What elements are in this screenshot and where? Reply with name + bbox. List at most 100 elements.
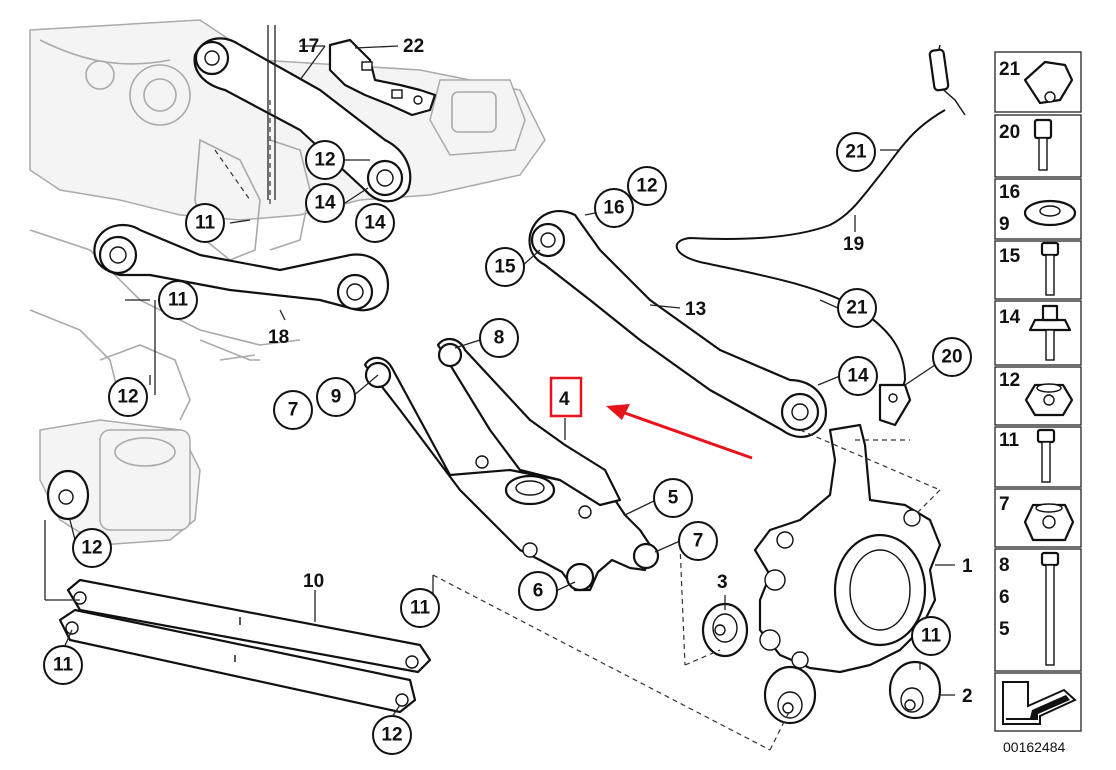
svg-text:6: 6	[533, 581, 544, 602]
long-bolt-icon	[1040, 551, 1060, 666]
svg-text:11: 11	[168, 290, 189, 311]
svg-text:11: 11	[53, 655, 74, 676]
bushing-knuckle-lower	[763, 665, 817, 725]
hex-socket-bolt-icon	[1033, 118, 1053, 171]
callout-17: 17	[298, 36, 319, 57]
svg-text:20: 20	[999, 122, 1020, 143]
svg-text:12: 12	[117, 387, 138, 408]
svg-text:12: 12	[314, 150, 335, 171]
wishbone-18	[93, 223, 390, 312]
bushing-2	[888, 660, 942, 720]
hardware-legend: 21 20 16 9 15	[994, 51, 1082, 755]
callout-12-bar: 12	[372, 715, 412, 755]
legend-row-12: 12	[994, 366, 1082, 426]
callout-12-lower: 12	[72, 528, 112, 568]
svg-text:12: 12	[636, 176, 657, 197]
hex-bolt-short-icon	[1036, 428, 1056, 483]
svg-text:12: 12	[81, 538, 102, 559]
legend-row-arrow	[994, 672, 1082, 732]
svg-text:14: 14	[999, 307, 1021, 328]
callout-21-mid: 21	[837, 288, 877, 328]
svg-text:16: 16	[603, 198, 624, 219]
label-18: 18	[268, 327, 289, 348]
sensor-clip-icon	[1023, 60, 1074, 105]
callout-11-mid: 11	[158, 280, 198, 320]
wheel-carrier-1	[753, 423, 942, 674]
label-1: 1	[962, 556, 973, 577]
callout-19: 19	[843, 234, 864, 255]
bushing-3	[701, 602, 749, 658]
label-19: 19	[843, 234, 864, 255]
callout-7-left: 7	[273, 390, 313, 430]
svg-text:9: 9	[999, 214, 1010, 235]
washer-icon	[1023, 199, 1077, 227]
highlight-arrow	[621, 410, 753, 460]
callout-11-knuckle: 11	[911, 616, 951, 656]
svg-text:7: 7	[999, 494, 1010, 515]
label-17: 17	[298, 36, 319, 57]
legend-row-21: 21	[994, 51, 1082, 113]
callout-11-left: 11	[185, 203, 225, 243]
callout-18: 18	[268, 327, 289, 348]
svg-text:11: 11	[195, 213, 216, 234]
legend-row-16-9: 16 9	[994, 178, 1082, 240]
collar-nut-icon	[1023, 503, 1075, 542]
tension-strut-10	[58, 578, 432, 714]
bracket-22	[328, 38, 437, 117]
callout-14-top: 14	[305, 183, 345, 223]
document-id: 00162484	[1003, 739, 1066, 755]
highlight-box	[549, 376, 583, 418]
svg-text:12: 12	[999, 370, 1020, 391]
label-4: 4	[559, 389, 570, 410]
speed-sensor-lead	[675, 44, 966, 427]
self-locking-nut-icon	[1024, 383, 1074, 417]
label-22: 22	[403, 36, 424, 57]
legend-row-7: 7	[994, 488, 1082, 548]
svg-text:14: 14	[847, 366, 869, 387]
svg-text:16: 16	[999, 182, 1020, 203]
callout-12-left: 12	[108, 377, 148, 417]
legend-row-11: 11	[994, 426, 1082, 488]
callout-10: 10	[303, 571, 324, 592]
callout-13: 13	[685, 299, 706, 320]
alignment-lines	[214, 100, 941, 751]
legend-row-20: 20	[994, 114, 1082, 178]
wishbone-4	[363, 337, 660, 592]
callout-8: 8	[479, 318, 519, 358]
callout-9-left: 9	[316, 377, 356, 417]
callout-5: 5	[653, 478, 693, 518]
callout-11-bar-right: 11	[400, 588, 440, 628]
callout-21-top: 21	[836, 132, 876, 172]
legend-row-15: 15	[994, 240, 1082, 300]
svg-text:15: 15	[999, 246, 1021, 267]
svg-text:8: 8	[999, 555, 1010, 576]
svg-text:14: 14	[314, 193, 336, 214]
callout-6: 6	[518, 571, 558, 611]
svg-text:21: 21	[845, 142, 867, 163]
svg-text:12: 12	[381, 725, 402, 746]
callout-20: 20	[932, 337, 972, 377]
legend-row-8-6-5: 8 6 5	[994, 548, 1082, 672]
callout-14-right: 14	[838, 356, 878, 396]
label-10: 10	[303, 571, 324, 592]
label-2: 2	[962, 686, 973, 707]
svg-text:11: 11	[921, 626, 942, 647]
callout-14-mid: 14	[355, 203, 395, 243]
arrow-icon	[1002, 681, 1077, 725]
highlight-marker	[549, 376, 753, 460]
label-13: 13	[685, 299, 706, 320]
svg-text:5: 5	[668, 488, 679, 509]
label-3: 3	[717, 572, 728, 593]
svg-text:20: 20	[941, 347, 962, 368]
hex-bolt-icon	[1040, 241, 1060, 296]
callout-3: 3	[717, 572, 728, 593]
callout-11-bar-left: 11	[43, 645, 83, 685]
svg-text:6: 6	[999, 587, 1010, 608]
svg-text:11: 11	[999, 430, 1020, 451]
legend-row-14: 14	[994, 300, 1082, 366]
leader-lines	[44, 25, 955, 721]
callout-22: 22	[403, 36, 424, 57]
callout-4: 4	[559, 389, 570, 410]
svg-text:7: 7	[693, 531, 704, 552]
